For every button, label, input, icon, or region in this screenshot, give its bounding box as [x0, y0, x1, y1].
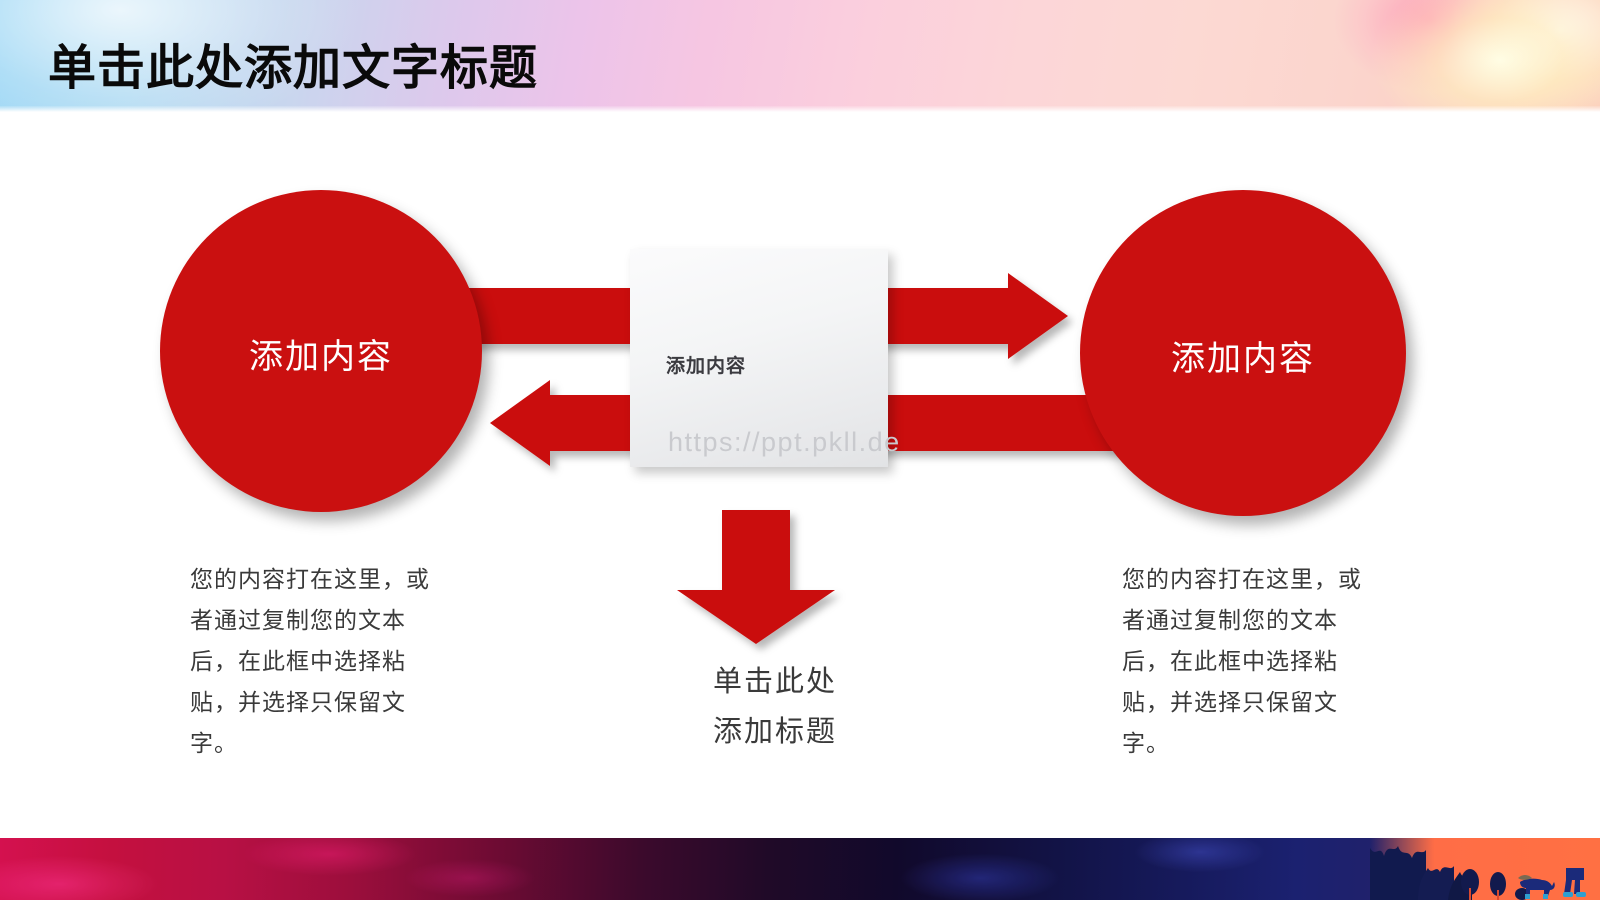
left-body-text: 您的内容打在这里，或者通过复制您的文本后，在此框中选择粘贴，并选择只保留文字。: [190, 566, 430, 756]
center-caption-line1: 单击此处: [712, 666, 837, 698]
footer-silhouette-icon: [1370, 846, 1586, 900]
arrow-down: [677, 510, 835, 644]
center-caption-line2: 添加标题: [712, 716, 837, 748]
diagram-area: 添加内容 添加内容 添加内容 https://ppt.pkll.de 您的内容打…: [0, 112, 1600, 838]
center-caption: 单击此处 添加标题: [680, 657, 870, 757]
left-content-circle[interactable]: 添加内容: [160, 190, 482, 512]
right-body-text: 您的内容打在这里，或者通过复制您的文本后，在此框中选择粘贴，并选择只保留文字。: [1122, 566, 1362, 756]
footer-band: [0, 838, 1600, 900]
left-circle-label: 添加内容: [249, 337, 393, 376]
footer-navy-splash: [900, 838, 1420, 900]
watermark-text: https://ppt.pkll.de: [668, 427, 901, 457]
center-card-label: 添加内容: [666, 356, 747, 377]
footer-crimson-splash: [0, 838, 560, 900]
center-content-card[interactable]: 添加内容 https://ppt.pkll.de: [630, 249, 899, 467]
page-title: 单击此处添加文字标题: [48, 42, 539, 95]
header-band: 单击此处添加文字标题: [0, 0, 1600, 112]
right-content-circle[interactable]: 添加内容: [1080, 190, 1406, 516]
right-circle-label: 添加内容: [1171, 339, 1315, 378]
